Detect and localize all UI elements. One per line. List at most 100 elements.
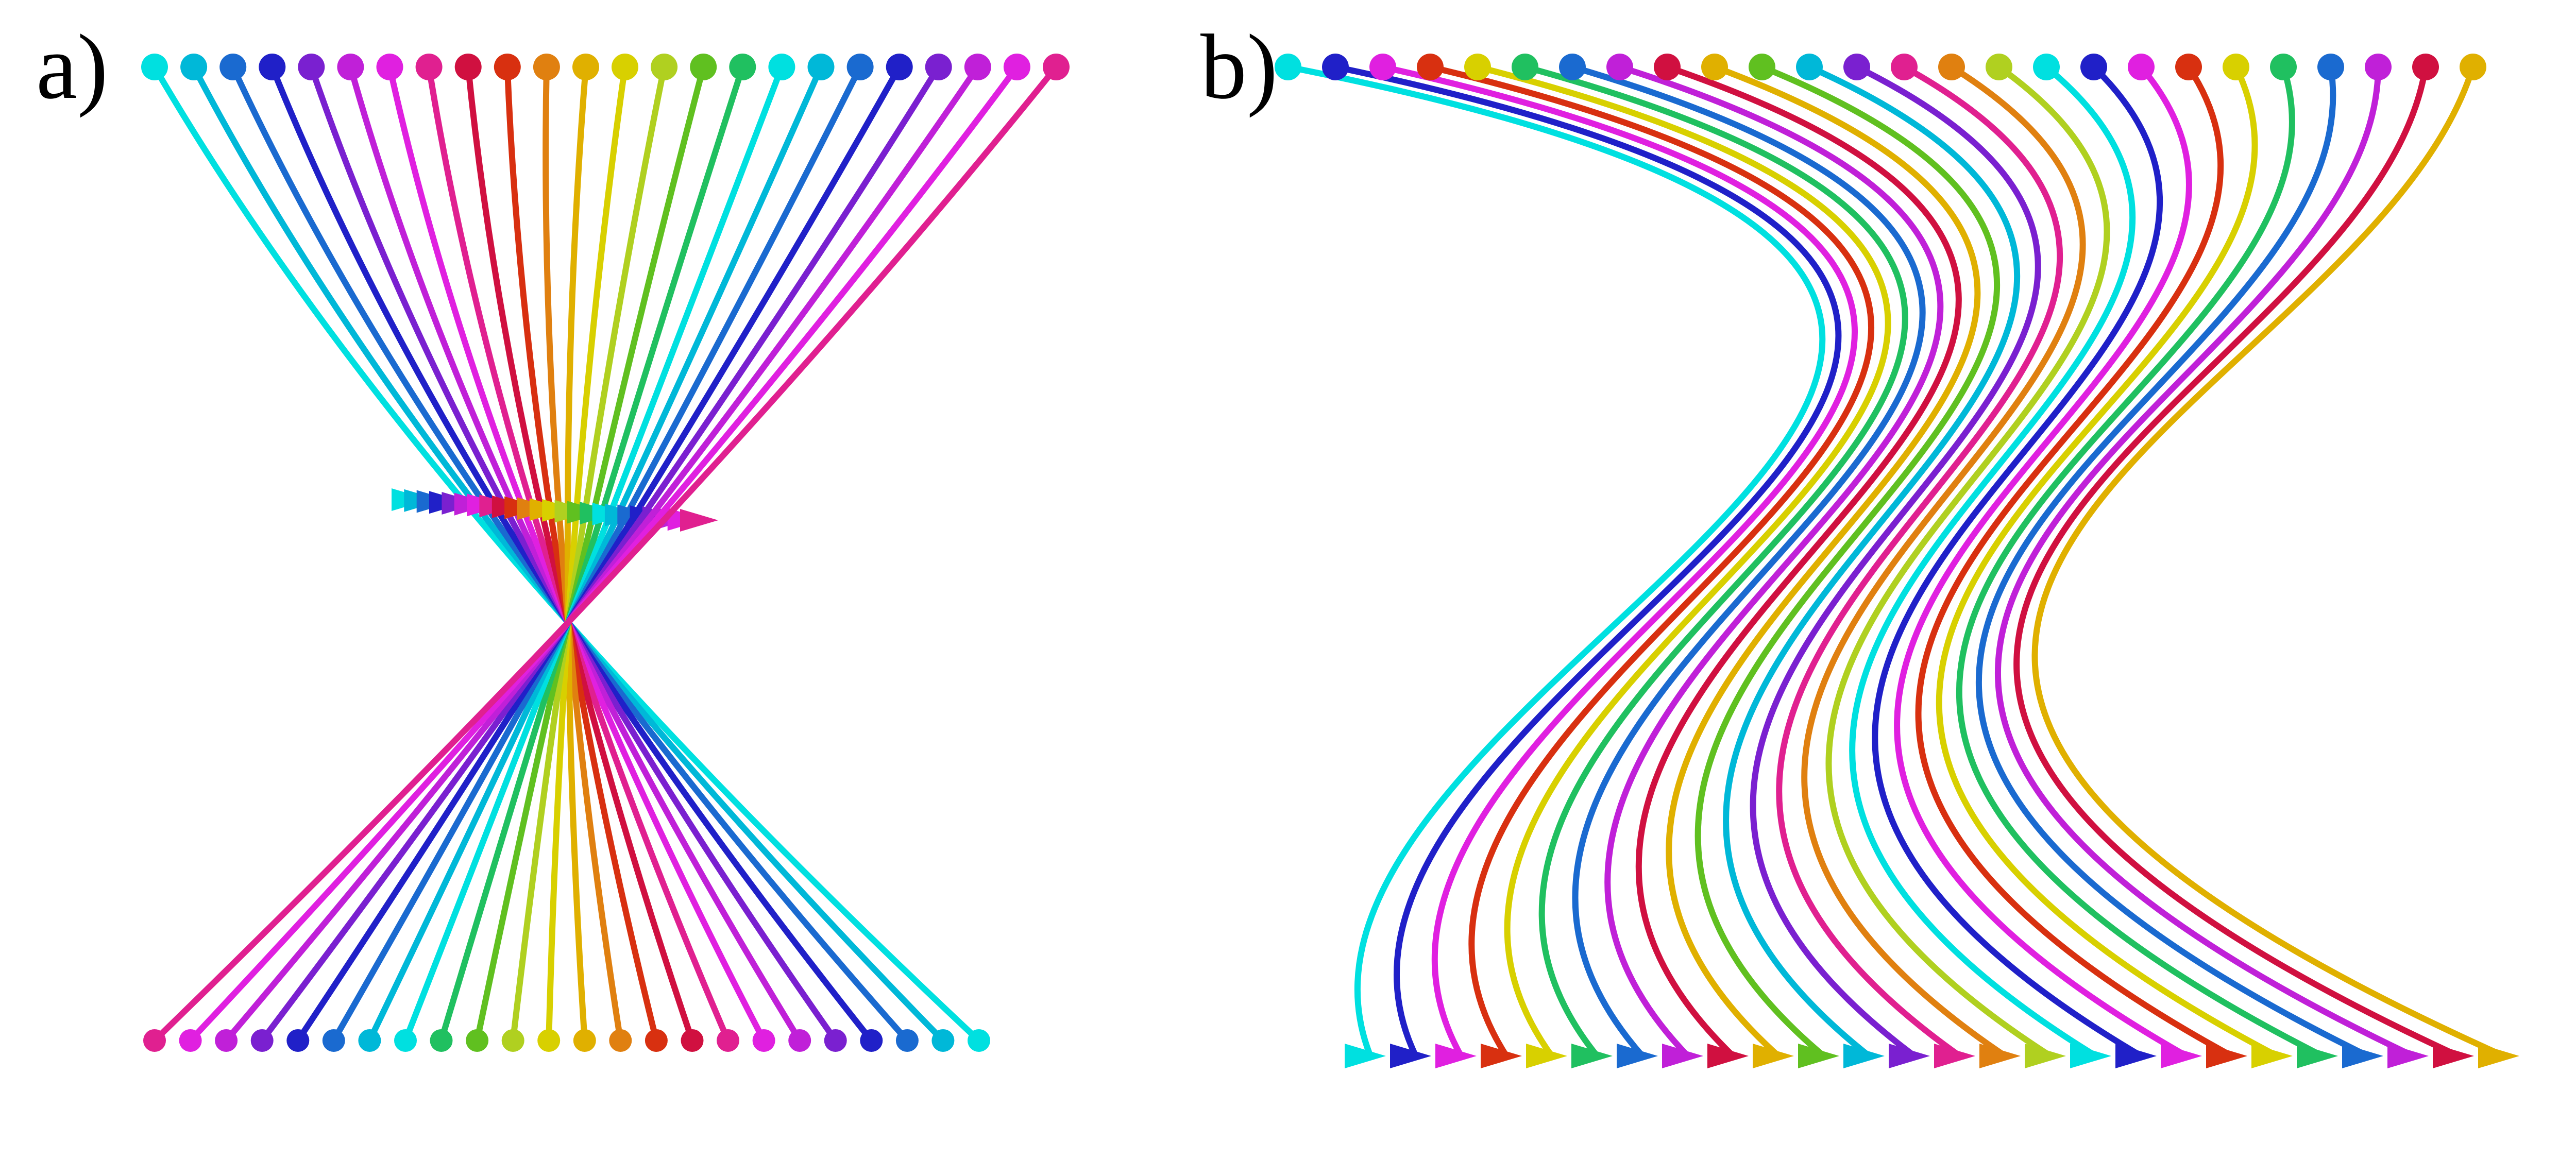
field-line (1936, 64, 2280, 1059)
field-line (1332, 64, 1842, 1059)
arrow-head (1390, 1044, 1431, 1068)
spin-marker (651, 54, 678, 80)
spin-marker (788, 1029, 811, 1052)
field-line (308, 64, 839, 1044)
field-line (1522, 64, 1908, 1059)
spin-marker (717, 1029, 739, 1052)
arrow-head (2025, 1044, 2066, 1068)
spin-marker (573, 1029, 596, 1052)
spin-marker (1464, 54, 1491, 80)
arrow-head (1753, 1044, 1794, 1068)
field-line (259, 64, 942, 1044)
spin-marker (141, 54, 168, 80)
spin-marker (501, 1029, 524, 1052)
field-line (402, 64, 785, 1044)
spin-marker (860, 1029, 883, 1052)
field-line (386, 64, 767, 1044)
arrow-head (1798, 1044, 1839, 1068)
spin-marker (2080, 54, 2107, 80)
field-line (546, 64, 628, 1044)
spin-marker (1275, 54, 1301, 80)
field-line (1825, 64, 2110, 1059)
field-line (465, 64, 696, 1044)
field-line (1776, 64, 2063, 1059)
arrow-head (2161, 1044, 2202, 1068)
spin-marker (180, 54, 208, 80)
spin-marker (729, 54, 756, 80)
arrow-head (680, 509, 718, 532)
field-line (2031, 64, 2507, 1059)
spin-marker (1417, 54, 1444, 80)
spin-marker (925, 54, 952, 80)
spin-marker (2033, 54, 2060, 80)
spin-marker (2317, 54, 2344, 80)
spin-marker (681, 1029, 704, 1052)
field-line (187, 64, 1020, 1044)
field-line (223, 64, 981, 1044)
field-line (510, 64, 668, 1044)
panel-a-label: a) (36, 15, 108, 118)
spin-marker (645, 1029, 668, 1052)
panel-b-label: b) (1200, 15, 1278, 118)
panel-b-twisted-field (1275, 54, 2519, 1068)
field-line (230, 64, 910, 1044)
field-line (1750, 64, 2041, 1059)
arrow-head (2070, 1044, 2111, 1068)
arrow-head (2387, 1044, 2429, 1068)
spin-marker (895, 1029, 919, 1052)
spin-marker (1559, 54, 1586, 80)
arrow-head (2297, 1044, 2338, 1068)
spin-marker (1701, 54, 1728, 80)
spin-marker (259, 54, 286, 80)
spin-marker (2460, 54, 2486, 80)
spin-marker (2175, 54, 2202, 80)
spin-marker (572, 54, 599, 80)
field-line (1475, 64, 1891, 1059)
field-line (1723, 64, 2021, 1059)
spin-marker (537, 1029, 561, 1052)
arrow-head (1889, 1044, 1930, 1068)
spin-marker (1322, 54, 1349, 80)
spin-marker (1369, 54, 1396, 80)
spin-marker (322, 1029, 345, 1052)
spin-marker (219, 54, 247, 80)
field-line (330, 64, 863, 1044)
panel-a-hyperboloid (141, 54, 1070, 1052)
field-line (1849, 64, 2136, 1059)
field-line (151, 64, 1059, 1044)
spin-marker (1654, 54, 1681, 80)
field-line (269, 64, 875, 1044)
field-line (2013, 64, 2462, 1059)
spin-marker (2223, 54, 2249, 80)
arrow-head (1435, 1044, 1477, 1068)
spin-marker (466, 1029, 489, 1052)
arrow-head (2206, 1044, 2247, 1068)
spin-marker (968, 1029, 990, 1052)
arrow-head (2342, 1044, 2383, 1068)
field-line (504, 64, 659, 1044)
arrow-head (1707, 1044, 1749, 1068)
spin-marker (250, 1029, 274, 1052)
spin-marker (1512, 54, 1538, 80)
field-line (1666, 64, 1981, 1059)
spin-marker (1003, 54, 1030, 80)
spin-marker (609, 1029, 632, 1052)
spin-marker (143, 1029, 166, 1052)
spin-marker (931, 1029, 955, 1052)
arrow-head (1662, 1044, 1703, 1068)
field-line (1915, 64, 2235, 1059)
spin-marker (964, 54, 991, 80)
arrow-head (2115, 1044, 2157, 1068)
spin-marker (1043, 54, 1070, 80)
field-line (1569, 64, 1926, 1059)
spin-marker (2412, 54, 2439, 80)
spin-marker (286, 1029, 310, 1052)
field-line (1427, 64, 1874, 1059)
spin-marker (2128, 54, 2155, 80)
arrow-head (1979, 1044, 2021, 1068)
spin-marker (1843, 54, 1870, 80)
arrow-head (2251, 1044, 2293, 1068)
field-line (1872, 64, 2163, 1059)
spin-marker (1986, 54, 2012, 80)
spin-marker (533, 54, 560, 80)
